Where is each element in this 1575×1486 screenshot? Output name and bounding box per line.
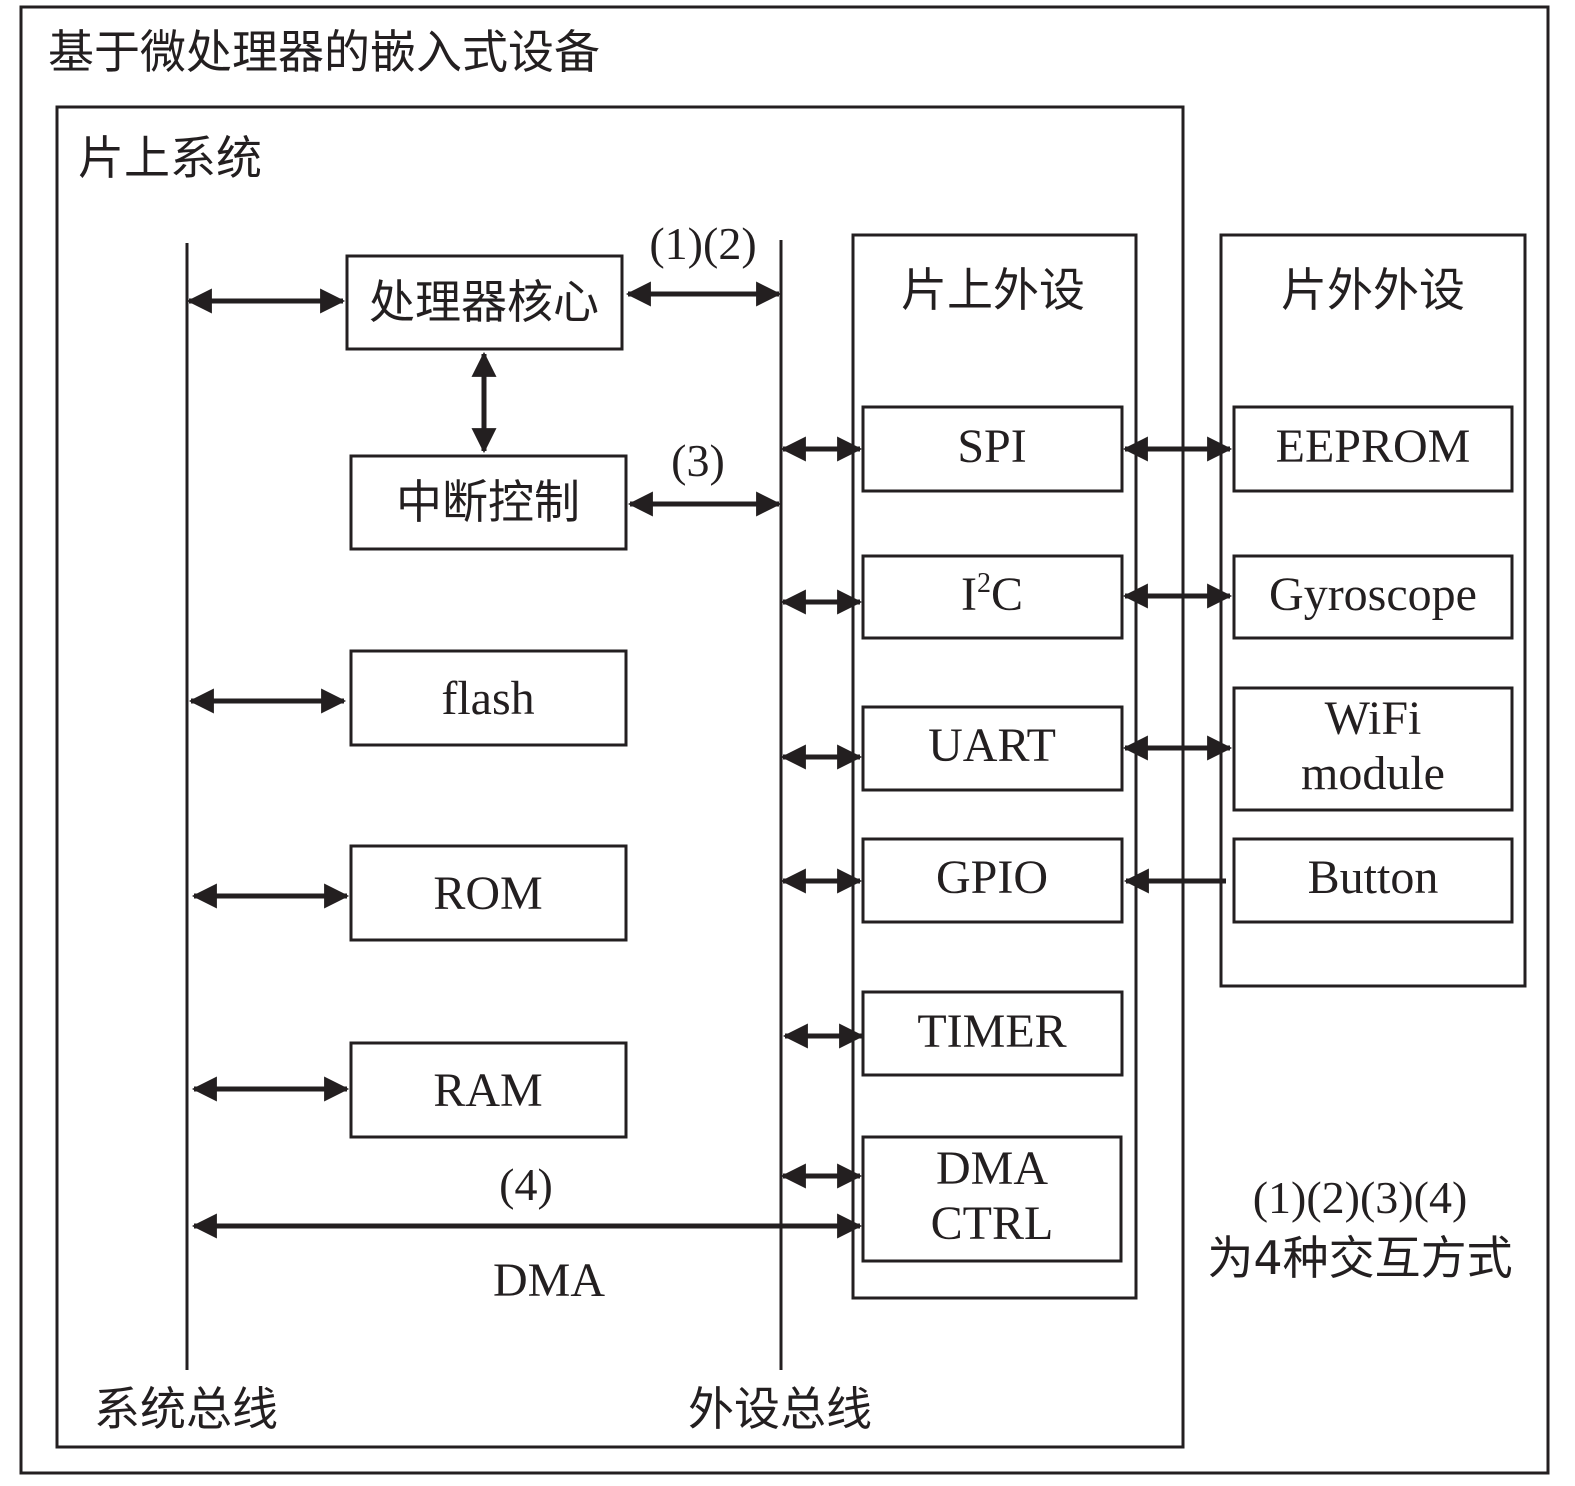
dma-ctrl-label-line2: CTRL <box>931 1197 1054 1250</box>
gpio-block: GPIO <box>861 837 1124 924</box>
button-block: Button <box>1232 837 1514 924</box>
i2c-label: I2C <box>961 568 1023 621</box>
mode-3-label: (3) <box>671 435 725 486</box>
eeprom-block: EEPROM <box>1232 405 1514 493</box>
dma-ctrl-label-line1: DMA <box>936 1142 1048 1195</box>
offchip-peripherals-frame <box>1219 233 1527 988</box>
ram-block: RAM <box>349 1041 628 1139</box>
cpu-core-label: 处理器核心 <box>369 275 599 329</box>
dma-ctrl-block: DMA CTRL <box>861 1135 1123 1263</box>
rom-label: ROM <box>433 867 542 920</box>
soc-title: 片上系统 <box>78 131 262 185</box>
button-label: Button <box>1308 851 1439 904</box>
device-frame <box>19 5 1550 1475</box>
note-line2: 为4种交互方式 <box>1207 1231 1512 1285</box>
flash-label: flash <box>441 672 534 725</box>
interrupt-ctrl-block: 中断控制 <box>349 454 628 551</box>
gyroscope-block: Gyroscope <box>1232 554 1514 640</box>
device-title: 基于微处理器的嵌入式设备 <box>48 25 600 79</box>
system-bus-label: 系统总线 <box>94 1382 278 1436</box>
eeprom-label: EEPROM <box>1276 420 1471 473</box>
uart-block: UART <box>861 705 1124 792</box>
spi-block: SPI <box>861 405 1124 493</box>
gyroscope-label: Gyroscope <box>1269 568 1477 621</box>
wifi-module-block: WiFi module <box>1232 686 1514 812</box>
mode-1-2-label: (1)(2) <box>649 218 756 269</box>
interrupt-ctrl-label: 中断控制 <box>396 475 580 529</box>
rom-block: ROM <box>349 844 628 942</box>
cpu-core-block: 处理器核心 <box>345 254 624 351</box>
ram-label: RAM <box>433 1064 542 1117</box>
soc-frame <box>55 105 1185 1449</box>
onchip-peripherals-title: 片上外设 <box>901 263 1085 317</box>
flash-block: flash <box>349 649 628 747</box>
gpio-label: GPIO <box>936 851 1048 904</box>
dma-path-label: DMA <box>493 1254 605 1307</box>
timer-block: TIMER <box>861 990 1124 1077</box>
i2c-block: I2C <box>861 554 1124 640</box>
uart-label: UART <box>928 719 1056 772</box>
spi-label: SPI <box>957 420 1026 473</box>
mode-4-label: (4) <box>499 1159 553 1210</box>
peripheral-bus-label: 外设总线 <box>688 1382 872 1436</box>
note-line1: (1)(2)(3)(4) <box>1253 1172 1468 1223</box>
wifi-label-line2: module <box>1301 747 1445 800</box>
wifi-label-line1: WiFi <box>1325 692 1422 745</box>
timer-label: TIMER <box>917 1005 1066 1058</box>
offchip-peripherals-title: 片外外设 <box>1281 263 1465 317</box>
